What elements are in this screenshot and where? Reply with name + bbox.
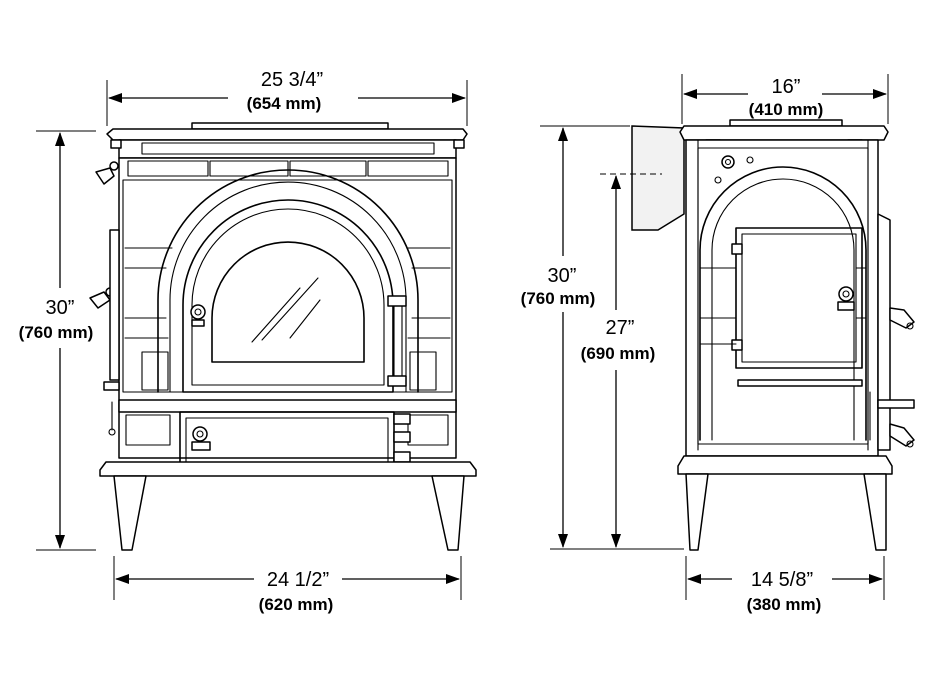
front-height-metric: (760 mm) (19, 323, 94, 342)
side-view-stove (631, 119, 915, 551)
front-base-width-imperial: 24 1/2” (267, 569, 329, 591)
side-top-depth-metric: (410 mm) (749, 100, 824, 119)
front-view-stove (89, 122, 477, 551)
side-flue-height-dimension: 27” (690 mm) (581, 173, 662, 548)
front-base-width-dimension: 24 1/2” (620 mm) (113, 556, 462, 614)
side-base-depth-imperial: 14 5/8” (751, 569, 813, 591)
front-height-imperial: 30” (46, 297, 75, 319)
side-base-depth-dimension: 14 5/8” (380 mm) (685, 556, 885, 614)
side-flue-height-imperial: 27” (606, 317, 635, 339)
side-height-dimension: 30” (760 mm) (521, 125, 684, 550)
side-flue-height-metric: (690 mm) (581, 344, 656, 363)
side-top-depth-dimension: 16” (410 mm) (681, 74, 889, 124)
side-base-depth-metric: (380 mm) (747, 595, 822, 614)
front-base-width-metric: (620 mm) (259, 595, 334, 614)
side-height-metric: (760 mm) (521, 289, 596, 308)
front-top-width-metric: (654 mm) (247, 94, 322, 113)
front-top-width-imperial: 25 3/4” (261, 69, 323, 91)
side-top-depth-imperial: 16” (772, 76, 801, 98)
side-height-imperial: 30” (548, 265, 577, 287)
front-height-dimension: 30” (760 mm) (19, 130, 96, 551)
front-top-width-dimension: 25 3/4” (654 mm) (106, 69, 468, 126)
